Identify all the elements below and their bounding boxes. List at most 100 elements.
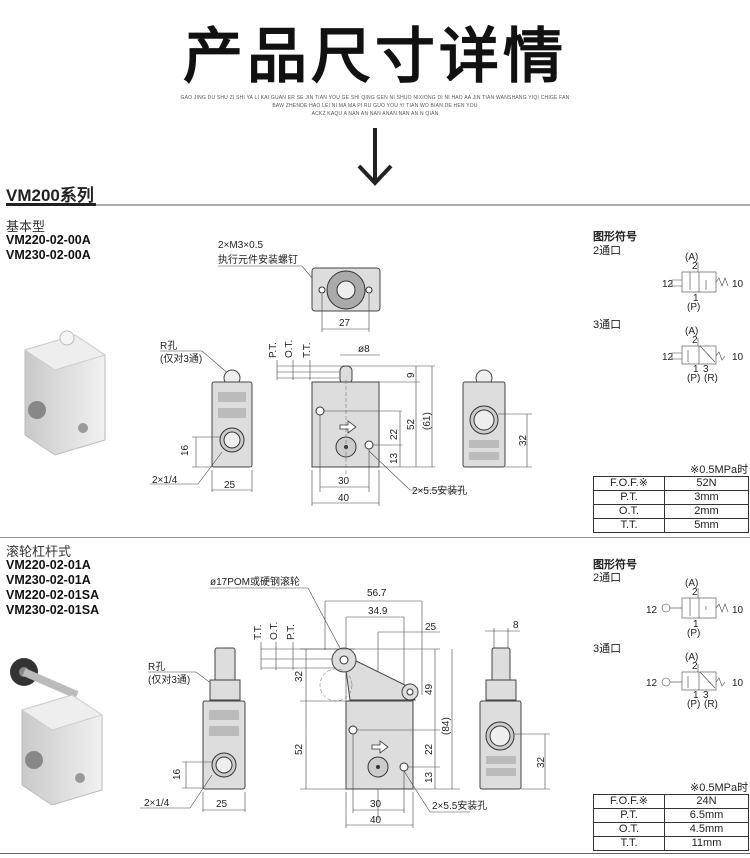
- section-type: 基本型: [6, 219, 46, 234]
- svg-text:12: 12: [646, 678, 658, 689]
- svg-text:2×5.5安装孔: 2×5.5安装孔: [432, 799, 487, 812]
- svg-text:O.T.: O.T.: [284, 340, 295, 358]
- table-row: T.T.5mm: [593, 518, 749, 533]
- svg-text:2: 2: [692, 661, 698, 672]
- svg-text:40: 40: [338, 493, 350, 504]
- svg-text:(84): (84): [441, 717, 452, 735]
- divider: [6, 203, 96, 206]
- svg-text:32: 32: [294, 670, 305, 682]
- svg-text:(R): (R): [704, 373, 718, 384]
- svg-text:T.T.: T.T.: [253, 624, 264, 640]
- svg-text:ø17POM或硬钢滚轮: ø17POM或硬钢滚轮: [210, 575, 300, 588]
- svg-text:2×1/4: 2×1/4: [144, 798, 170, 809]
- svg-text:52: 52: [294, 743, 305, 755]
- model-number: VM220-02-01A: [6, 558, 91, 572]
- svg-text:40: 40: [370, 815, 382, 826]
- svg-text:8: 8: [513, 620, 519, 631]
- subtitle-line: GAO JING DU SHU ZI SHI YA LI KAI GUAN ER…: [180, 95, 570, 101]
- drawing-roller-lever: ø17POM或硬钢滚轮 R孔 (仅对3通) 25 16 2×1/4 T.T. O…: [140, 575, 550, 828]
- svg-text:3: 3: [703, 690, 709, 701]
- svg-text:32: 32: [536, 756, 547, 768]
- svg-text:10: 10: [732, 352, 744, 363]
- symbol-2port-label: 2通口: [593, 572, 622, 584]
- svg-text:R孔: R孔: [160, 340, 177, 352]
- svg-text:(P): (P): [687, 373, 700, 384]
- model-number: VM230-02-01SA: [6, 603, 100, 617]
- model-number: VM230-02-00A: [6, 248, 91, 262]
- table-row: F.O.F.※24N: [593, 794, 749, 809]
- section-type: 滚轮杠杆式: [6, 544, 72, 559]
- svg-text:1: 1: [693, 619, 699, 630]
- svg-text:2: 2: [692, 587, 698, 598]
- svg-text:2×1/4: 2×1/4: [152, 475, 178, 486]
- series-title: VM200系列: [6, 186, 94, 205]
- label-screw-desc: 执行元件安装螺钉: [218, 253, 298, 266]
- subtitle-line: BAW ZHENDE HAO LEI NI MA MA PI RU GUO YO…: [272, 103, 478, 109]
- model-number: VM230-02-01A: [6, 573, 91, 587]
- svg-text:1: 1: [693, 293, 699, 304]
- svg-text:52: 52: [406, 418, 417, 430]
- svg-text:(61): (61): [422, 412, 433, 430]
- page-title: 产品尺寸详情: [183, 22, 567, 92]
- spec-table: F.O.F.※52N P.T.3mm O.T.2mm T.T.5mm: [593, 476, 749, 533]
- model-number: VM220-02-01SA: [6, 588, 100, 602]
- svg-text:27: 27: [339, 318, 351, 329]
- drawing-basic: 2×M3×0.5 执行元件安装螺钉 27 R孔 (仅对3通) 25 16 2×1…: [150, 240, 532, 506]
- product-photo: [10, 658, 104, 805]
- svg-text:10: 10: [732, 678, 744, 689]
- table-row: T.T.11mm: [593, 836, 749, 851]
- symbol-title: 图形符号: [593, 231, 637, 243]
- svg-text:22: 22: [424, 743, 435, 755]
- svg-text:2×5.5安装孔: 2×5.5安装孔: [412, 484, 467, 497]
- svg-text:O.T.: O.T.: [269, 622, 280, 640]
- svg-text:(仅对3通): (仅对3通): [160, 352, 202, 365]
- svg-text:16: 16: [180, 444, 191, 456]
- svg-text:P.T.: P.T.: [286, 624, 297, 640]
- svg-text:(A): (A): [685, 326, 698, 337]
- svg-text:30: 30: [370, 799, 382, 810]
- svg-text:P.T.: P.T.: [268, 342, 279, 358]
- model-number: VM220-02-00A: [6, 233, 91, 247]
- svg-text:T.T.: T.T.: [302, 342, 313, 358]
- front-view: [311, 381, 380, 468]
- svg-text:32: 32: [518, 434, 529, 446]
- svg-text:1: 1: [693, 364, 699, 375]
- svg-text:34.9: 34.9: [368, 606, 388, 617]
- symbol-title: 图形符号: [593, 559, 637, 571]
- svg-text:25: 25: [425, 622, 437, 633]
- svg-text:(仅对3通): (仅对3通): [148, 673, 190, 686]
- svg-text:56.7: 56.7: [367, 588, 387, 599]
- svg-text:R孔: R孔: [148, 661, 165, 673]
- svg-text:30: 30: [338, 476, 350, 487]
- svg-text:(P): (P): [687, 628, 700, 639]
- section-divider: [0, 853, 750, 854]
- svg-text:3: 3: [703, 364, 709, 375]
- spec-table: F.O.F.※24N P.T.6.5mm O.T.4.5mm T.T.11mm: [593, 794, 749, 851]
- svg-text:10: 10: [732, 605, 744, 616]
- svg-text:22: 22: [389, 428, 400, 440]
- table-row: F.O.F.※52N: [593, 476, 749, 491]
- divider: [96, 204, 750, 206]
- svg-text:(P): (P): [687, 699, 700, 710]
- table-row: O.T.2mm: [593, 504, 749, 519]
- svg-text:2: 2: [692, 261, 698, 272]
- arrow-down-icon: [357, 128, 393, 186]
- table-row: P.T.3mm: [593, 490, 749, 505]
- svg-text:9: 9: [406, 372, 417, 378]
- svg-text:25: 25: [224, 480, 236, 491]
- svg-text:16: 16: [172, 768, 183, 780]
- svg-text:10: 10: [732, 279, 744, 290]
- svg-text:(R): (R): [704, 699, 718, 710]
- pressure-note: ※0.5MPa时: [690, 782, 749, 794]
- symbol-3port-label: 3通口: [593, 643, 622, 655]
- svg-text:(P): (P): [687, 302, 700, 313]
- symbol-2port-label: 2通口: [593, 245, 622, 257]
- svg-text:25: 25: [216, 799, 228, 810]
- svg-text:2: 2: [692, 335, 698, 346]
- svg-text:49: 49: [424, 683, 435, 695]
- svg-text:13: 13: [389, 452, 400, 464]
- symbol-3port-label: 3通口: [593, 319, 622, 331]
